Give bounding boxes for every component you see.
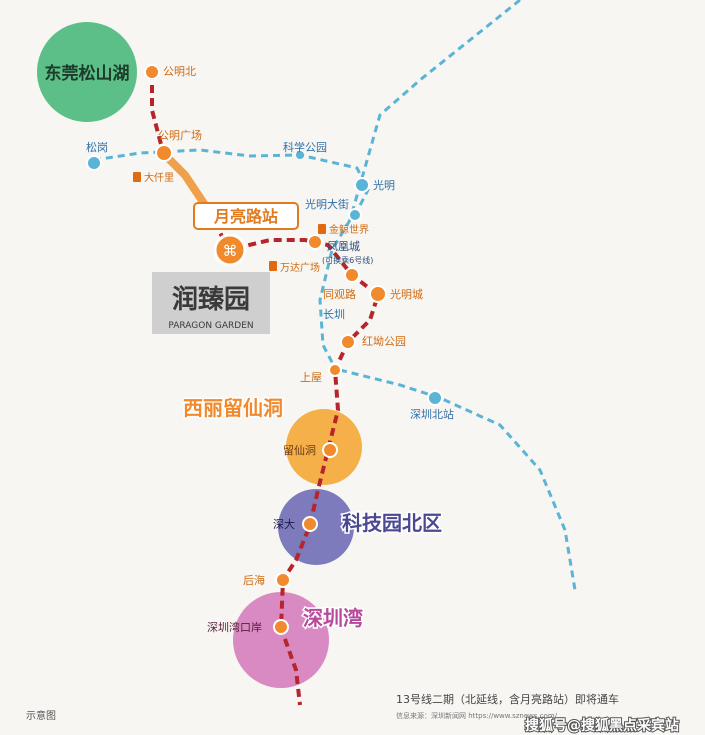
station-guangmingdajie-label: 光明大街 <box>305 197 349 211</box>
station-fenghuangcheng-marker[interactable] <box>307 234 323 250</box>
footer-schematic-label: 示意图 <box>26 709 56 722</box>
station-shenzhenbeizhan-label: 深圳北站 <box>410 407 454 421</box>
station-gongmingbei-label: 公明北 <box>163 65 196 78</box>
poi-wanda-icon <box>269 261 277 271</box>
station-hongchanggongyuan-marker[interactable] <box>340 334 356 350</box>
district-songshan-label: 东莞松山湖 <box>45 63 130 84</box>
station-tongguanlu-label: 同观路 <box>323 288 356 301</box>
station-shangwu-label: 上屋 <box>300 371 322 384</box>
station-liuxiandong-label: 留仙洞 <box>283 444 316 457</box>
station-shenzhenwankouan-marker[interactable] <box>273 619 289 635</box>
district-songshan-circle <box>37 22 137 122</box>
metro-line-blue-west <box>93 148 370 216</box>
project-box <box>152 272 270 334</box>
station-guangming-label: 光明 <box>373 178 395 192</box>
station-tongguanlu-marker[interactable] <box>344 267 360 283</box>
station-gongmingguangchang-marker[interactable] <box>155 144 173 162</box>
station-kexuegongyuan-marker[interactable] <box>296 151 304 159</box>
footer-watermark: 搜狐号@搜狐黑点采宾站 <box>525 717 679 734</box>
station-yueliangluzhan-marker[interactable] <box>213 233 247 267</box>
station-shenzhenbeizhan-marker[interactable] <box>427 390 443 406</box>
station-houhai-label: 后海 <box>243 573 265 587</box>
station-fenghuangcheng-note: (可换乘6号线) <box>322 255 373 265</box>
footer-source: 信息来源：深圳新闻网 https://www.sznews.com/... <box>396 711 564 720</box>
poi-dashili-label: 大仟里 <box>144 171 174 184</box>
poi-dashili-icon <box>133 172 141 182</box>
district-keji-label: 科技园北区 <box>342 511 442 535</box>
station-shangwu-marker[interactable] <box>328 363 342 377</box>
station-guangmingdajie-marker[interactable] <box>348 208 362 222</box>
station-kexuegongyuan-label: 科学公园 <box>283 140 327 154</box>
metro-line-13 <box>150 72 381 706</box>
station-guangmingcheng-label: 光明城 <box>390 287 423 301</box>
station-liuxiandong-marker[interactable] <box>322 442 338 458</box>
station-songgang-marker[interactable] <box>86 155 102 171</box>
station-yueliangluzhan-label-box <box>193 202 299 230</box>
poi-wanda-label: 万达广场 <box>280 261 320 274</box>
station-houhai-marker[interactable] <box>275 572 291 588</box>
station-shenda-marker[interactable] <box>302 516 318 532</box>
metro-logo-icon: ⌘ <box>223 242 238 260</box>
station-fenghuangcheng-label: 凤凰城 <box>327 240 360 253</box>
station-guangming-marker[interactable] <box>354 177 370 193</box>
station-yueliangluzhan-label: 月亮路站 <box>213 207 278 226</box>
station-songgang-label: 松岗 <box>86 140 108 154</box>
station-gongmingguangchang-label: 公明广场 <box>158 128 202 142</box>
poi-jingshi-icon <box>318 224 326 234</box>
metro-line-blue-south <box>339 368 577 591</box>
station-shenda-label: 深大 <box>273 517 295 531</box>
project-name: 润臻园 <box>172 284 250 315</box>
station-shenzhenwankouan-label: 深圳湾口岸 <box>207 620 262 634</box>
metro-line-blue-changzhen <box>318 219 352 369</box>
district-shenzhenwan-label: 深圳湾 <box>303 606 363 630</box>
metro-line-13-highlight <box>161 151 209 209</box>
project-name-en: PARAGON GARDEN <box>168 321 253 331</box>
station-hongchanggongyuan-label: 红坳公园 <box>362 334 406 348</box>
footer-note: 13号线二期（北延线，含月亮路站）即将通车 <box>396 692 619 706</box>
district-shenzhenwan-circle <box>233 592 329 688</box>
poi-jingshi-label: 金鲸世界 <box>329 223 369 236</box>
district-xili-label: 西丽留仙洞 <box>183 396 283 420</box>
station-changzhen-label: 长圳 <box>323 308 345 321</box>
station-guangmingcheng-marker[interactable] <box>369 285 387 303</box>
station-gongmingbei-marker[interactable] <box>144 64 160 80</box>
